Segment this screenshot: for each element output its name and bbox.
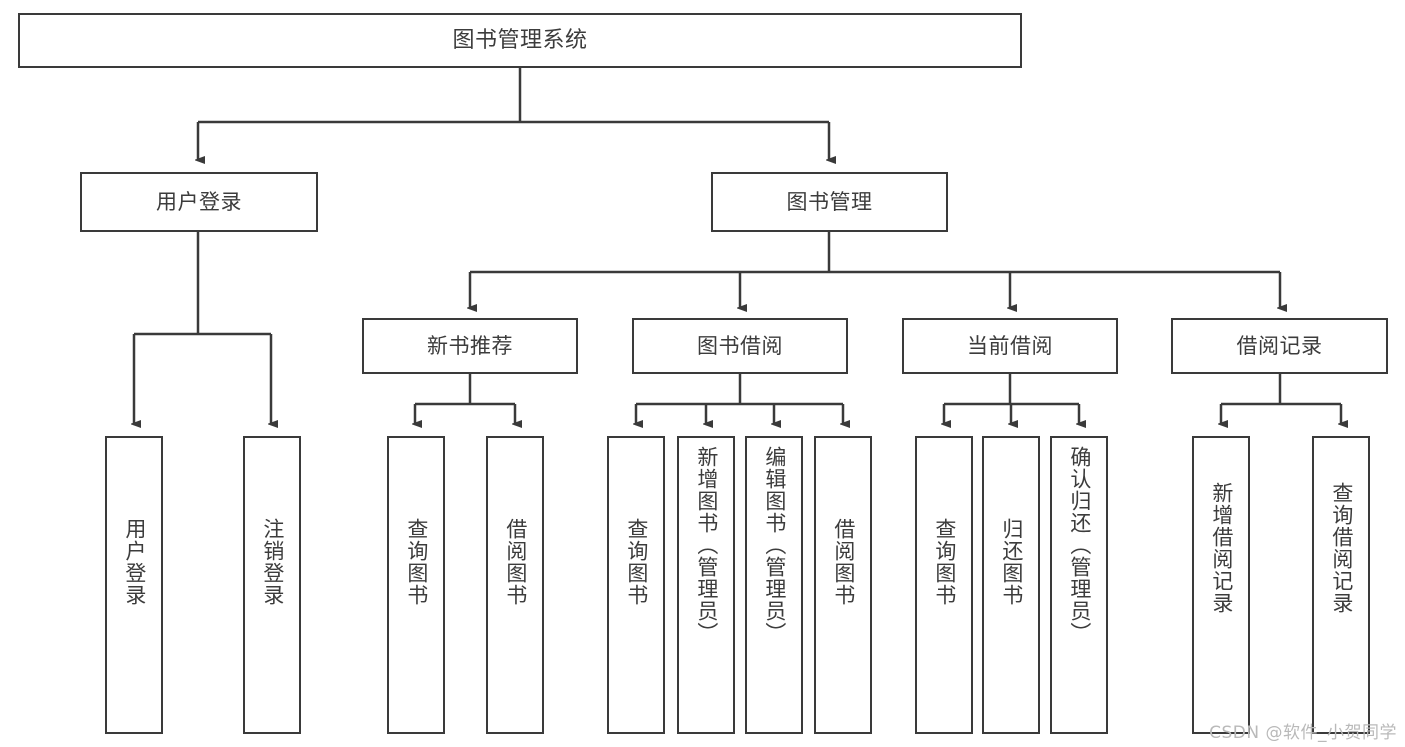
node-label: 用户登录 (156, 189, 242, 214)
leaf-label: 归还图书 (999, 518, 1024, 606)
leaf-current-confirm-return-admin[interactable]: 确认归还（管理员） (1050, 436, 1108, 734)
node-borrow-record[interactable]: 借阅记录 (1171, 318, 1388, 374)
node-label: 图书管理系统 (452, 27, 588, 53)
watermark-text: CSDN @软件_小贺同学 (1209, 723, 1397, 743)
node-label: 图书管理 (786, 189, 873, 214)
node-new-book-recommend[interactable]: 新书推荐 (362, 318, 578, 374)
leaf-user-login-signin[interactable]: 用户登录 (105, 436, 163, 734)
leaf-current-query-book[interactable]: 查询图书 (915, 436, 973, 734)
leaf-label: 新增借阅记录 (1209, 482, 1234, 614)
leaf-record-query-record[interactable]: 查询借阅记录 (1312, 436, 1370, 734)
leaf-borrow-edit-book-admin[interactable]: 编辑图书（管理员） (745, 436, 803, 734)
leaf-record-add-record[interactable]: 新增借阅记录 (1192, 436, 1250, 734)
leaf-recommend-query-book[interactable]: 查询图书 (387, 436, 445, 734)
leaf-label: 确认归还（管理员） (1067, 446, 1092, 644)
node-label: 新书推荐 (427, 333, 513, 358)
leaf-label: 编辑图书（管理员） (762, 446, 787, 644)
leaf-label: 查询图书 (932, 518, 957, 606)
leaf-label: 借阅图书 (831, 518, 856, 606)
leaf-label: 用户登录 (122, 518, 147, 606)
leaf-label: 查询图书 (624, 518, 649, 606)
leaf-borrow-add-book-admin[interactable]: 新增图书（管理员） (677, 436, 735, 734)
leaf-recommend-borrow-book[interactable]: 借阅图书 (486, 436, 544, 734)
node-book-management[interactable]: 图书管理 (711, 172, 948, 232)
leaf-current-return-book[interactable]: 归还图书 (982, 436, 1040, 734)
leaf-user-login-signout[interactable]: 注销登录 (243, 436, 301, 734)
node-label: 图书借阅 (697, 333, 783, 358)
node-label: 借阅记录 (1236, 333, 1323, 358)
node-current-borrow[interactable]: 当前借阅 (902, 318, 1118, 374)
leaf-label: 查询借阅记录 (1329, 482, 1354, 614)
leaf-label: 注销登录 (260, 518, 285, 606)
node-label: 当前借阅 (967, 333, 1053, 358)
leaf-borrow-query-book[interactable]: 查询图书 (607, 436, 665, 734)
leaf-label: 借阅图书 (503, 518, 528, 606)
leaf-label: 查询图书 (404, 518, 429, 606)
leaf-borrow-borrow-book[interactable]: 借阅图书 (814, 436, 872, 734)
node-user-login[interactable]: 用户登录 (80, 172, 318, 232)
node-root-system[interactable]: 图书管理系统 (18, 13, 1022, 68)
leaf-label: 新增图书（管理员） (694, 446, 719, 644)
node-book-borrow[interactable]: 图书借阅 (632, 318, 848, 374)
